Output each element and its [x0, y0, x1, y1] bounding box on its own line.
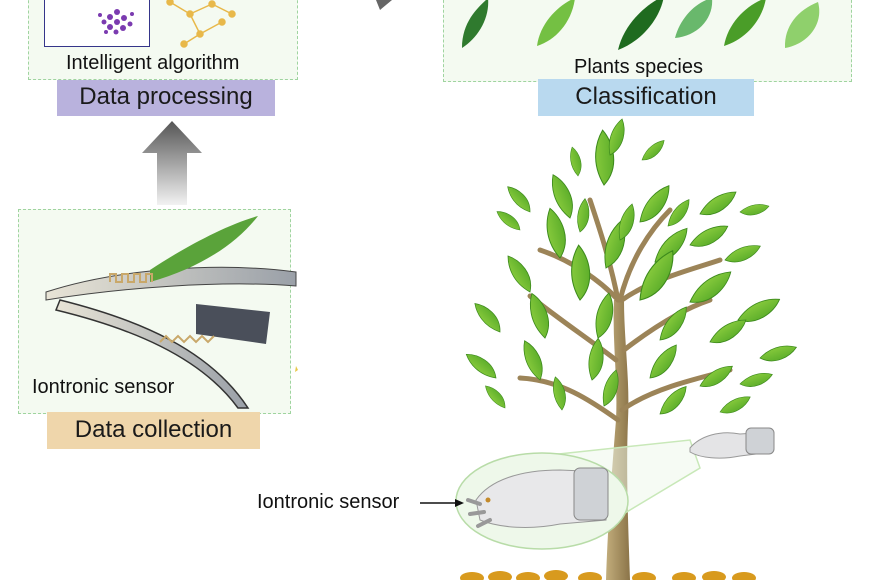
collection-caption: Iontronic sensor: [32, 376, 175, 398]
tree-leaf: [523, 340, 543, 381]
tree-leaf: [639, 249, 674, 301]
tree-leaf: [659, 386, 687, 415]
classification-label: Classification: [538, 79, 754, 116]
tree-leaf: [724, 245, 761, 263]
tree-leaf: [618, 203, 635, 241]
tree-foliage: [465, 118, 797, 415]
tree-leaf: [699, 365, 733, 387]
leaf-icon: [784, 2, 820, 48]
tree-leaf: [595, 292, 614, 339]
tree-leaf: [739, 373, 773, 387]
tree-leaf: [577, 198, 590, 233]
cluster-icon: [98, 9, 134, 35]
small-mark: [295, 366, 298, 372]
leaf-icon: [618, 0, 664, 50]
tree-leaf: [641, 140, 665, 161]
up-arrow: [142, 121, 202, 205]
tree-leaf: [546, 207, 566, 259]
processing-caption: Intelligent algorithm: [66, 52, 240, 74]
tree-leaf: [465, 353, 497, 379]
callout-arrow: [420, 499, 464, 507]
tree-leaf: [689, 271, 732, 303]
tree-leaf: [639, 185, 670, 223]
tree-leaf: [699, 191, 737, 216]
tree-leaf: [485, 385, 506, 409]
coins: [460, 570, 756, 580]
processing-label: Data processing: [57, 80, 275, 116]
leaf-samples: [462, 0, 820, 50]
tree-leaf: [474, 303, 501, 333]
leaf-icon: [537, 0, 575, 46]
tree-leaf: [588, 337, 604, 381]
tree-leaf: [571, 244, 591, 301]
tree-leaf: [496, 211, 521, 231]
leaf-icon: [462, 0, 489, 48]
tree-leaf: [551, 174, 573, 219]
right-arrow: [376, 0, 392, 10]
tree-leaf: [667, 199, 690, 227]
leaf-icon: [675, 0, 713, 38]
tree-leaf: [570, 146, 582, 177]
tree-leaf: [739, 204, 770, 216]
callout-label: Iontronic sensor: [257, 491, 400, 513]
network-icon: [166, 0, 236, 48]
tree-leaf: [602, 369, 619, 407]
tree-leaf: [659, 306, 687, 341]
tree-leaf: [689, 225, 729, 247]
leaf-icon: [724, 0, 766, 46]
sensor-illustration: [45, 216, 297, 409]
tree-leaf: [709, 319, 747, 344]
tree-leaf: [759, 345, 797, 362]
tree-leaf: [719, 396, 751, 414]
tree-leaf: [507, 186, 531, 213]
tree-leaf: [649, 344, 677, 379]
classification-caption: Plants species: [574, 56, 703, 78]
tree-leaf: [529, 292, 549, 339]
tree-leaf: [608, 118, 625, 156]
tree-leaf: [553, 376, 566, 411]
tree-leaf: [507, 255, 532, 293]
robot-hand-small: [689, 427, 775, 459]
collection-label: Data collection: [47, 412, 260, 449]
tree-leaf: [737, 298, 781, 322]
hand-callout: [455, 452, 629, 550]
